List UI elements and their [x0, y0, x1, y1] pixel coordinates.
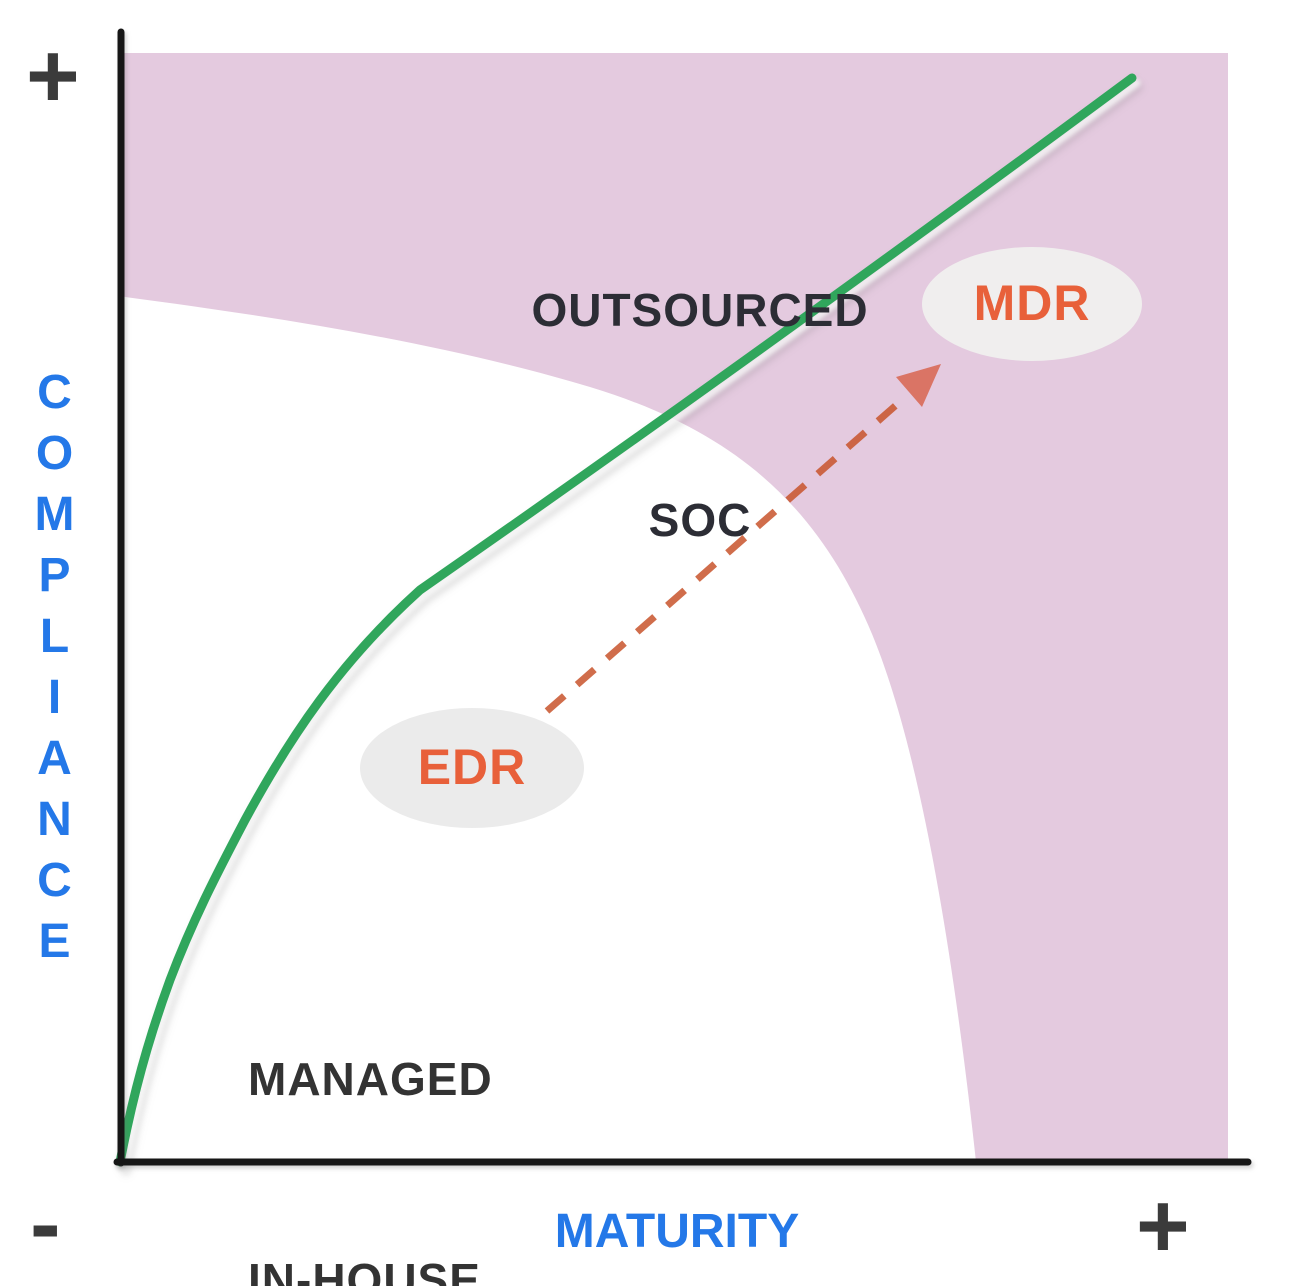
mdr-badge-label: MDR	[973, 275, 1091, 331]
outsourced-soc-label-line2: SOC	[648, 494, 752, 546]
x-axis-plus-symbol: +	[1136, 1175, 1190, 1277]
outsourced-soc-label-line1: OUTSOURCED	[531, 284, 869, 336]
managed-in-house-label-line2: IN-HOUSE	[248, 1254, 481, 1286]
x-axis-label: MATURITY	[554, 1205, 800, 1258]
edr-badge-label: EDR	[417, 739, 527, 795]
outsourced-soc-label: OUTSOURCED SOC	[400, 135, 1000, 695]
y-axis-label: COMPLIANCE	[28, 366, 81, 976]
mdr-badge-ellipse	[922, 247, 1142, 361]
y-axis-minus-symbol: -	[30, 1173, 61, 1275]
growth-curve	[115, 73, 1137, 1167]
managed-in-house-label-line1: MANAGED	[248, 1053, 493, 1105]
managed-in-house-label: MANAGED IN-HOUSE	[248, 912, 748, 1286]
arrowhead-icon	[896, 364, 941, 407]
y-axis-plus-symbol: +	[26, 25, 80, 127]
edr-badge-ellipse	[360, 708, 584, 828]
